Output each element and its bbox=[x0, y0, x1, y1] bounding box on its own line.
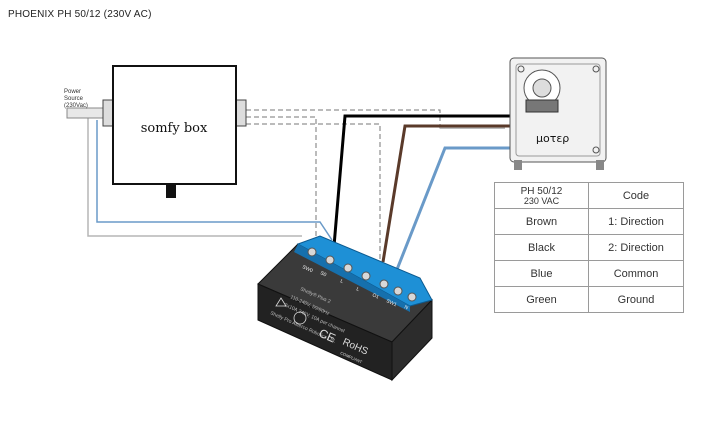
power-source-connector: Power Source (230Vac) bbox=[64, 89, 108, 119]
table-row: Brown 1: Direction bbox=[494, 208, 684, 235]
code-table: PH 50/12 230 VAC Code Brown 1: Direction… bbox=[494, 182, 684, 313]
wire-code-cell: 2: Direction bbox=[588, 234, 684, 261]
motor-label: μοτερ bbox=[536, 132, 569, 145]
power-source-label-1: Power bbox=[64, 89, 81, 95]
relay-module: SW0 S0 L L O1 SW1 N Shelly® Plus 2 110-2… bbox=[257, 235, 433, 382]
blue-wire bbox=[394, 146, 516, 273]
terminal-s0: S0 bbox=[319, 270, 327, 278]
grey-wire bbox=[87, 118, 302, 237]
terminal-sw1: SW1 bbox=[385, 298, 398, 308]
terminal-l2: L bbox=[355, 286, 360, 293]
table-row: Blue Common bbox=[494, 260, 684, 287]
wire-color-cell: Black bbox=[494, 234, 589, 261]
table-header-left: PH 50/12 230 VAC bbox=[494, 182, 589, 209]
wire-color-cell: Green bbox=[494, 286, 589, 313]
terminal-l1: L bbox=[339, 278, 344, 285]
ce-mark: CE bbox=[317, 326, 338, 346]
power-source-label-3: (230Vac) bbox=[64, 103, 88, 109]
terminal-o1: O1 bbox=[371, 292, 380, 300]
somfy-box-label: somfy box bbox=[141, 121, 208, 136]
blue-supply-wire bbox=[96, 120, 333, 241]
wire-color-cell: Blue bbox=[494, 260, 589, 287]
dashed-wire-1 bbox=[246, 116, 317, 248]
table-header-row: PH 50/12 230 VAC Code bbox=[494, 182, 684, 209]
wire-code-cell: Common bbox=[588, 260, 684, 287]
terminal-sw0: SW0 bbox=[301, 264, 314, 274]
diagram-title: PHOENIX PH 50/12 (230V AC) bbox=[8, 9, 152, 20]
table-row: Black 2: Direction bbox=[494, 234, 684, 261]
brown-wire bbox=[381, 124, 512, 263]
black-wire bbox=[331, 114, 510, 259]
dashed-wire-2 bbox=[246, 123, 381, 262]
wire-code-cell: 1: Direction bbox=[588, 208, 684, 235]
table-header-voltage: 230 VAC bbox=[523, 195, 560, 206]
terminal-n: N bbox=[403, 304, 409, 311]
somfy-box: somfy box bbox=[102, 65, 247, 198]
wire-code-cell: Ground bbox=[588, 286, 684, 313]
power-source-label-2: Source bbox=[64, 96, 84, 102]
table-header-model: PH 50/12 bbox=[520, 185, 563, 197]
motor: μοτερ bbox=[509, 57, 607, 170]
table-row: Green Ground bbox=[494, 286, 684, 313]
table-header-code: Code bbox=[588, 182, 684, 209]
wire-color-cell: Brown bbox=[494, 208, 589, 235]
